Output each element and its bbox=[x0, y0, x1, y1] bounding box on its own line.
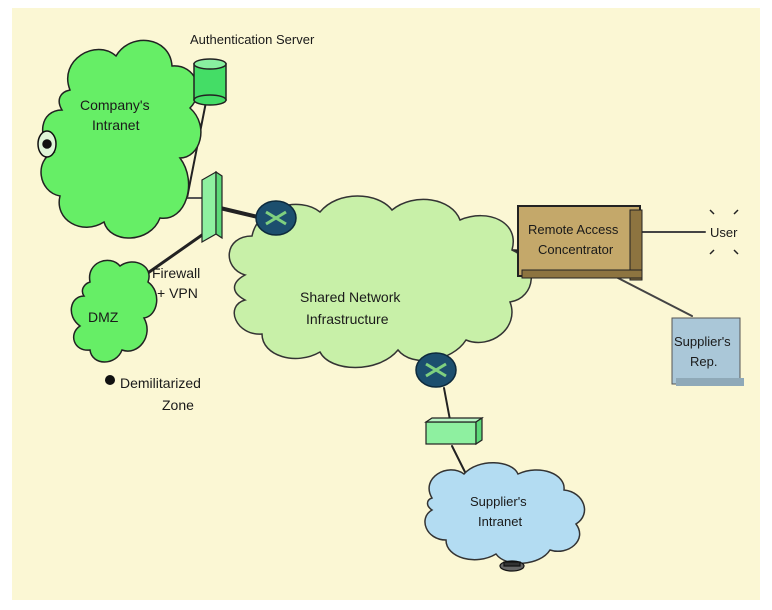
company-intranet-label-2: Intranet bbox=[92, 117, 140, 133]
shared-network-label-1: Shared Network bbox=[300, 289, 401, 305]
supplier-rep-label-2: Rep. bbox=[690, 354, 717, 369]
router-icon-1 bbox=[255, 200, 297, 236]
supplier-intranet-cloud: Supplier's Intranet bbox=[424, 462, 586, 565]
link-firewall-router1 bbox=[218, 206, 264, 220]
dmz-cloud: DMZ bbox=[70, 259, 158, 363]
link-rac-rep bbox=[617, 277, 693, 317]
demilitarized-label-2: Zone bbox=[162, 397, 194, 413]
link-supfw-supintranet bbox=[451, 445, 467, 475]
demilitarized-label-1: Demilitarized bbox=[120, 375, 201, 391]
supplier-rep-label-1: Supplier's bbox=[674, 334, 731, 349]
rac-label-1: Remote Access bbox=[528, 222, 619, 237]
supplier-intranet-label-2: Intranet bbox=[478, 514, 522, 529]
firewall-vpn-device bbox=[201, 170, 223, 244]
dmz-endpoint-dot bbox=[105, 375, 115, 385]
user-dashed-marks bbox=[709, 209, 739, 255]
firewall-label-2: + VPN bbox=[157, 285, 198, 301]
link-auth-server bbox=[186, 101, 207, 199]
supplier-rep-box: Supplier's Rep. bbox=[671, 317, 744, 386]
company-intranet-label-1: Company's bbox=[80, 97, 150, 113]
remote-access-concentrator: Remote Access Concentrator bbox=[517, 205, 643, 281]
authentication-server-label: Authentication Server bbox=[190, 32, 315, 47]
shared-network-label-2: Infrastructure bbox=[306, 311, 389, 327]
user-node: User bbox=[709, 209, 739, 255]
dmz-label: DMZ bbox=[88, 309, 119, 325]
link-router2-supfw bbox=[443, 387, 451, 421]
company-intranet-cloud: Company's Intranet bbox=[40, 39, 202, 239]
user-label: User bbox=[710, 225, 738, 240]
authentication-server-icon bbox=[193, 58, 227, 106]
rac-label-2: Concentrator bbox=[538, 242, 614, 257]
supplier-phone-icon bbox=[499, 560, 525, 572]
supplier-firewall-device bbox=[424, 416, 484, 446]
shared-network-cloud: Shared Network Infrastructure bbox=[228, 195, 532, 369]
telephone-icon bbox=[37, 130, 57, 158]
supplier-intranet-label-1: Supplier's bbox=[470, 494, 527, 509]
router-icon-2 bbox=[415, 352, 457, 388]
firewall-label-1: Firewall bbox=[152, 265, 200, 281]
